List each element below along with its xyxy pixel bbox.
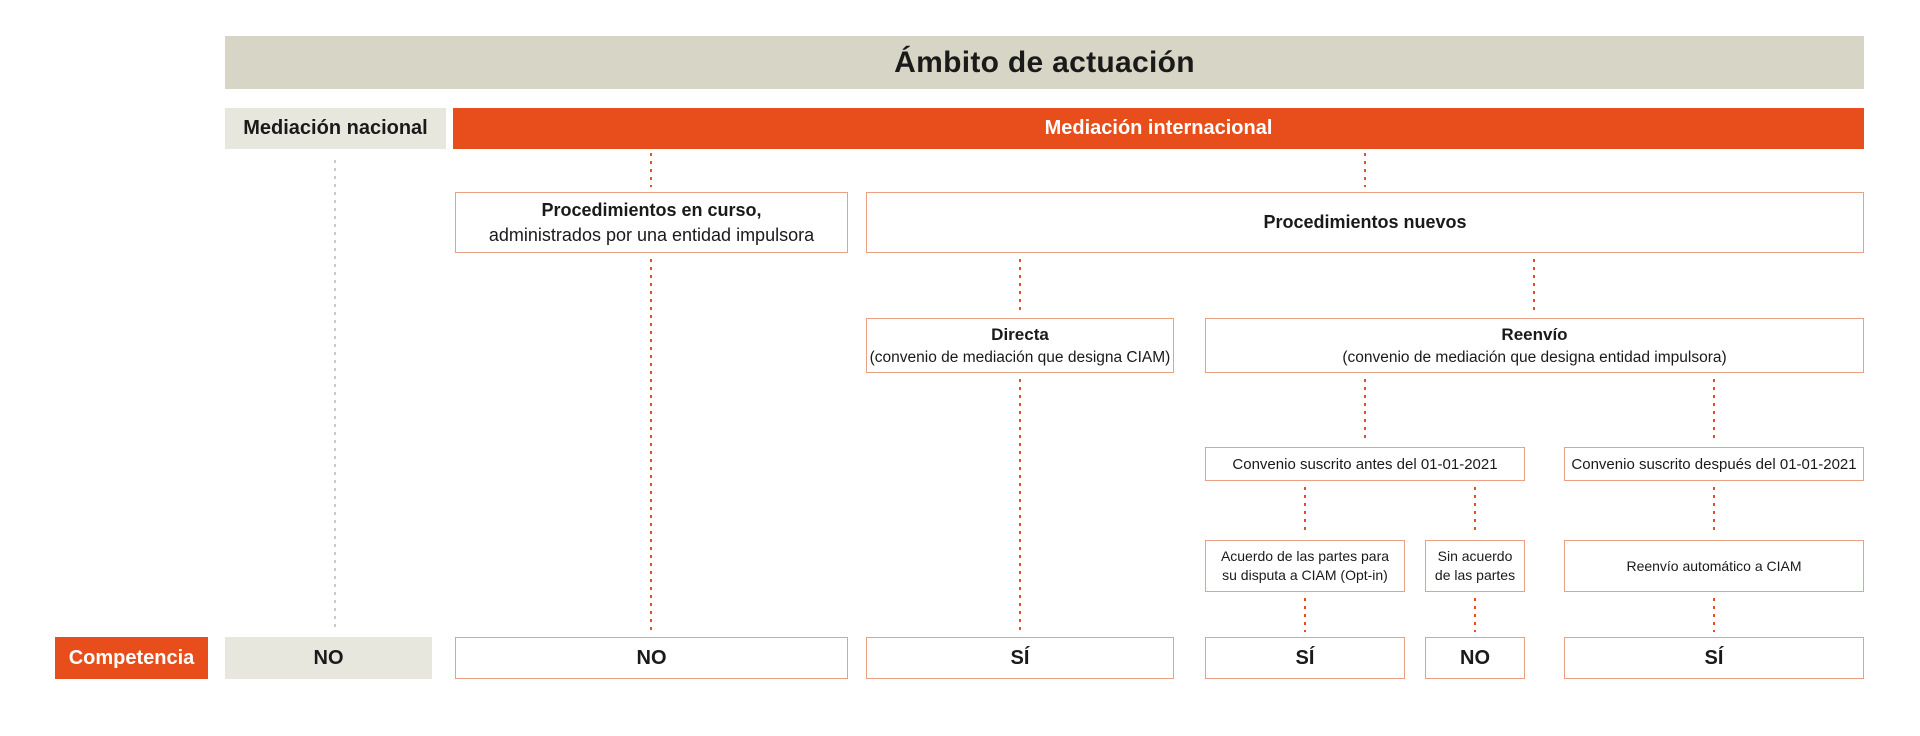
connector-referral-to-before <box>1364 379 1366 441</box>
band-mediacion-internacional-label: Mediación internacional <box>1044 117 1273 139</box>
node-acuerdo-opt-in-line1: Acuerdo de las partes para <box>1220 548 1390 565</box>
connector-optin-to-result <box>1304 598 1306 632</box>
connector-before-to-noagreement <box>1474 487 1476 535</box>
connector-referral-to-after <box>1713 379 1715 441</box>
band-mediacion-nacional-label: Mediación nacional <box>243 117 428 139</box>
node-directa: Directa (convenio de mediación que desig… <box>866 318 1174 373</box>
node-convenio-antes: Convenio suscrito antes del 01-01-2021 <box>1205 447 1525 481</box>
result-opt-in-value: SÍ <box>1295 646 1315 669</box>
connector-after-to-auto <box>1713 487 1715 535</box>
connector-direct-to-result <box>1019 379 1021 632</box>
node-reenvio-subtitle: (convenio de mediación que designa entid… <box>1342 348 1727 366</box>
result-nacional: NO <box>225 637 432 679</box>
node-procedimientos-nuevos: Procedimientos nuevos <box>866 192 1864 253</box>
result-reenvio-automatico-value: SÍ <box>1704 646 1724 669</box>
competencia-label-box: Competencia <box>55 637 208 679</box>
result-procedimientos-en-curso: NO <box>455 637 848 679</box>
node-sin-acuerdo: Sin acuerdo de las partes <box>1425 540 1525 592</box>
diagram-title-bar: Ámbito de actuación <box>225 36 1864 89</box>
result-directa: SÍ <box>866 637 1174 679</box>
node-reenvio: Reenvío (convenio de mediación que desig… <box>1205 318 1864 373</box>
node-procedimientos-en-curso: Procedimientos en curso, administrados p… <box>455 192 848 253</box>
connector-auto-to-result <box>1713 598 1715 632</box>
node-sin-acuerdo-line1: Sin acuerdo <box>1437 548 1513 565</box>
connector-new-to-direct <box>1019 259 1021 312</box>
node-reenvio-automatico-label: Reenvío automático a CIAM <box>1626 558 1802 574</box>
node-procedimientos-nuevos-label: Procedimientos nuevos <box>1263 212 1467 232</box>
node-convenio-despues: Convenio suscrito después del 01-01-2021 <box>1564 447 1864 481</box>
node-procedimientos-en-curso-line1: Procedimientos en curso, <box>541 200 762 221</box>
result-nacional-value: NO <box>313 646 344 669</box>
connector-noagreement-to-result <box>1474 598 1476 632</box>
node-directa-subtitle: (convenio de mediación que designa CIAM) <box>869 348 1171 366</box>
connector-before-to-optin <box>1304 487 1306 535</box>
result-sin-acuerdo-value: NO <box>1460 646 1490 669</box>
result-directa-value: SÍ <box>1010 646 1030 669</box>
node-acuerdo-opt-in-line2: su disputa a CIAM (Opt-in) <box>1222 567 1388 583</box>
node-procedimientos-en-curso-line2: administrados por una entidad impulsora <box>488 224 815 245</box>
band-mediacion-internacional: Mediación internacional <box>453 108 1864 149</box>
result-opt-in: SÍ <box>1205 637 1405 679</box>
competencia-label: Competencia <box>68 646 195 669</box>
node-directa-title: Directa <box>991 324 1049 344</box>
connector-international-to-inprogress <box>650 153 652 187</box>
node-convenio-antes-label: Convenio suscrito antes del 01-01-2021 <box>1232 455 1498 473</box>
connector-new-to-referral <box>1533 259 1535 312</box>
diagram-title: Ámbito de actuación <box>894 45 1195 79</box>
result-sin-acuerdo: NO <box>1425 637 1525 679</box>
result-procedimientos-en-curso-value: NO <box>636 646 667 669</box>
connector-national-to-result <box>334 160 336 630</box>
connector-inprogress-to-result <box>650 259 652 632</box>
node-sin-acuerdo-line2: de las partes <box>1434 567 1516 583</box>
node-reenvio-title: Reenvío <box>1501 324 1568 344</box>
result-reenvio-automatico: SÍ <box>1564 637 1864 679</box>
connector-international-to-new <box>1364 153 1366 187</box>
band-mediacion-nacional: Mediación nacional <box>225 108 446 149</box>
node-convenio-despues-label: Convenio suscrito después del 01-01-2021 <box>1571 455 1857 473</box>
node-reenvio-automatico: Reenvío automático a CIAM <box>1564 540 1864 592</box>
node-acuerdo-opt-in: Acuerdo de las partes para su disputa a … <box>1205 540 1405 592</box>
